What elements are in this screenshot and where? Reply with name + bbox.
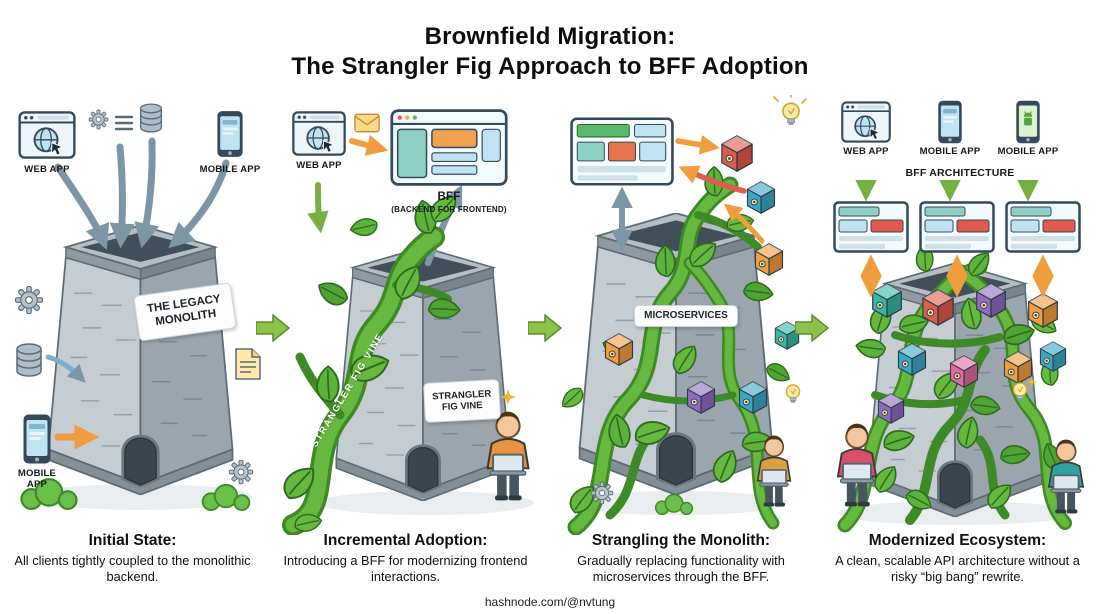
mobile-app-label: MOBILE APP <box>997 146 1059 157</box>
panel-initial-state: WEB APP MOBILE APP MOBILE APP THE LEGACY… <box>0 95 270 535</box>
database-icon <box>16 343 42 377</box>
caption-text: A clean, scalable API architecture witho… <box>835 553 1080 584</box>
caption-strangling-monolith: Strangling the Monolith: Gradually repla… <box>556 532 806 584</box>
stage-arrow-2 <box>528 314 562 342</box>
bff-window <box>1005 201 1081 253</box>
web-app-label: WEB APP <box>843 146 889 157</box>
strangler-vine-sign: STRANGLER FIG VINE <box>423 379 501 423</box>
caption-text: All clients tightly coupled to the monol… <box>14 553 251 584</box>
mobile-app-icon <box>23 414 51 464</box>
gear-icon <box>14 285 44 315</box>
bff-to-microservice-arrow <box>675 134 720 155</box>
bff-window <box>570 117 674 186</box>
gear-icon <box>590 481 614 505</box>
caption-text: Introducing a BFF for modernizing fronte… <box>283 553 528 584</box>
microservice-to-bff-arrow <box>678 165 747 194</box>
database-to-monolith-arrow <box>45 354 86 383</box>
client-to-bff-arrows <box>855 179 1039 202</box>
panel-strangling-monolith: MICROSERVICES <box>548 95 810 535</box>
mobile-app-label: MOBILE APP <box>919 146 981 157</box>
bff-sublabel: (BACKEND FOR FRONTEND) <box>391 205 507 214</box>
webapp-to-bff-arrow <box>349 134 389 156</box>
mobile-app-android-icon <box>1015 100 1041 144</box>
bulb-sparks <box>773 95 807 104</box>
ground-shadow <box>318 491 534 515</box>
database-icon <box>139 103 163 133</box>
lightbulb-icon <box>785 384 801 404</box>
webapp-down-arrow <box>307 182 329 234</box>
ground-shadow <box>28 484 252 510</box>
stage-arrow-3 <box>795 314 829 342</box>
page-title-line1: Brownfield Migration: <box>424 23 676 50</box>
bff-architecture-label: BFF ARCHITECTURE <box>905 167 1015 179</box>
stage-arrow-1 <box>256 314 290 342</box>
gear-icon <box>228 459 254 485</box>
web-app-label: WEB APP <box>24 164 70 175</box>
bff-window <box>390 109 508 186</box>
mobile-app-icon <box>217 111 243 157</box>
envelope-icon <box>354 113 380 133</box>
page-title: Brownfield Migration: The Strangler Fig … <box>0 22 1100 82</box>
caption-initial-state: Initial State: All clients tightly coupl… <box>10 532 255 584</box>
caption-title: Modernized Ecosystem: <box>868 532 1047 549</box>
mobile-app-icon <box>938 100 962 144</box>
panel-modernized-ecosystem: WEB APP MOBILE APP MOBILE APP BFF ARCHIT… <box>815 95 1100 535</box>
document-icon <box>235 348 261 380</box>
panel-incremental-adoption: WEB APP BFF (BACKEND FOR FRONTEND) STRAN… <box>278 95 543 535</box>
caption-title: Incremental Adoption: <box>323 532 488 549</box>
lightbulb-icon <box>782 102 800 126</box>
caption-text: Gradually replacing functionality with m… <box>577 553 785 584</box>
bff-label: BFF <box>437 191 461 203</box>
gear-icon <box>88 109 109 130</box>
microservice-arrow <box>723 203 765 244</box>
page-title-line2: The Strangler Fig Approach to BFF Adopti… <box>291 53 809 80</box>
web-app-icon <box>18 111 76 159</box>
caption-modernized-ecosystem: Modernized Ecosystem: A clean, scalable … <box>830 532 1085 584</box>
client-to-monolith-arrows <box>54 137 230 251</box>
caption-incremental-adoption: Incremental Adoption: Introducing a BFF … <box>283 532 528 584</box>
monolith-to-bff-arrow <box>424 184 463 267</box>
web-app-label: WEB APP <box>296 160 342 171</box>
caption-title: Initial State: <box>88 532 177 549</box>
bff-window <box>833 201 909 253</box>
bff-to-microservice-arrows <box>860 254 1054 298</box>
bff-window <box>919 201 995 253</box>
mobile-app-label: MOBILE APP <box>199 164 261 175</box>
web-app-icon <box>841 101 891 143</box>
microservices-sign: MICROSERVICES <box>634 305 738 327</box>
web-app-icon <box>292 111 346 156</box>
caption-title: Strangling the Monolith: <box>591 532 771 549</box>
legacy-monolith-tower <box>47 225 234 495</box>
mobile-app-label: MOBILE APP <box>17 468 57 490</box>
list-icon <box>114 115 134 131</box>
attribution-footer: hashnode.com/@nvtung <box>484 595 616 609</box>
